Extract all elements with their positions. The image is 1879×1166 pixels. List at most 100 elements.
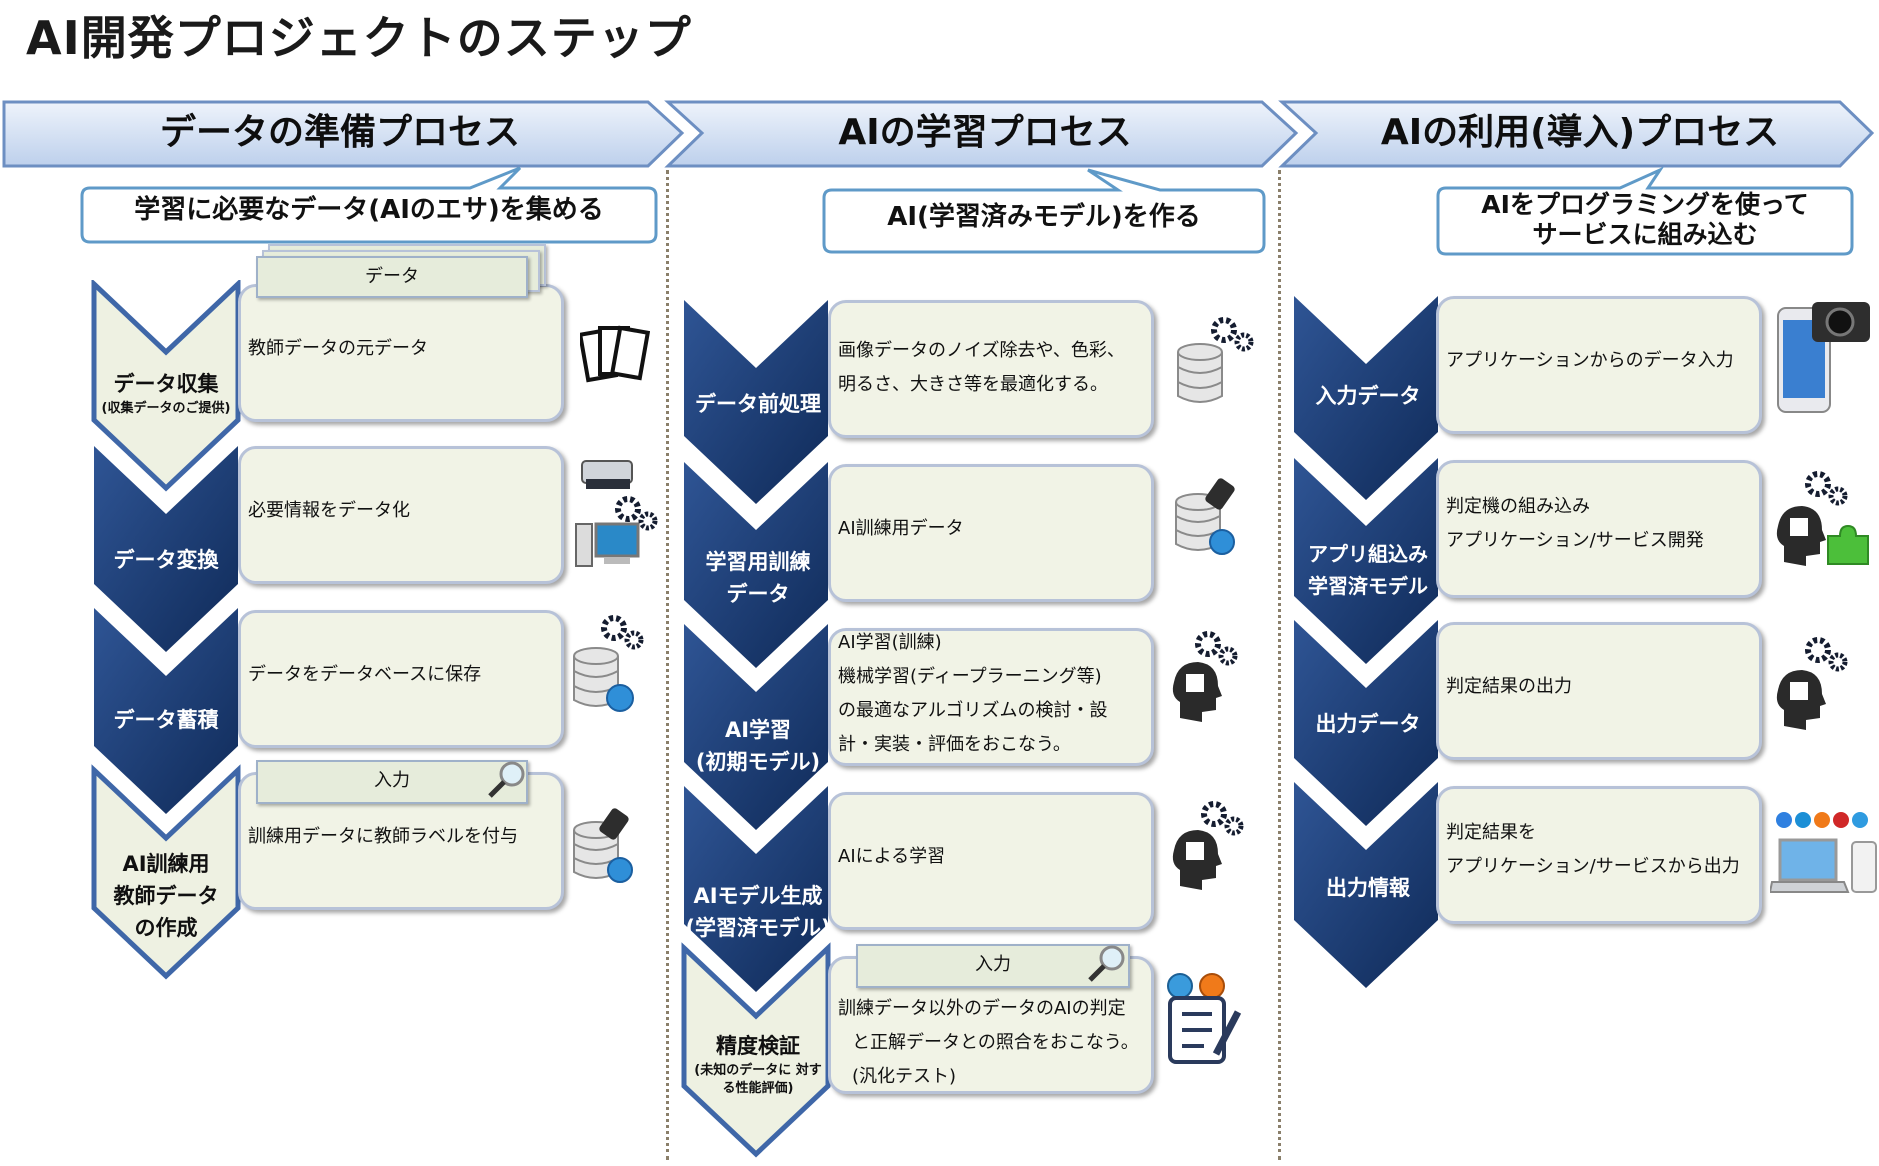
gears-icon: [1211, 317, 1254, 352]
phase-label-2: AIの学習プロセス: [838, 112, 1132, 153]
step-subtitle: (未知のデータに 対する性能評価): [694, 1063, 822, 1096]
step-card: [1436, 296, 1762, 434]
chevron-step: [94, 446, 238, 652]
callout-box-3: [1436, 166, 1854, 256]
database-icon: [1175, 478, 1235, 555]
step-text: 画像データのノイズ除去や、色彩、明るさ、大きさ等を最適化する。: [838, 340, 1125, 395]
step-card: [1436, 622, 1762, 760]
chevron-stack-3: [1294, 296, 1438, 988]
step-card: [238, 610, 564, 748]
step-text: 判定結果の出力: [1446, 676, 1572, 697]
chevron-step: [1294, 620, 1438, 826]
ai-head-icon: [1776, 506, 1826, 566]
chevron-step: [684, 624, 828, 830]
chevron-step: [94, 608, 238, 814]
callout-box-1: [80, 166, 658, 244]
step-title: AIモデル生成(学習済モデル): [685, 884, 831, 940]
step-card: [828, 300, 1154, 438]
database-icon: [1177, 343, 1223, 403]
step-text: 訓練データ以外のデータのAIの判定と正解データとの照合をおこなう。 (汎化テスト…: [838, 998, 1139, 1087]
documents-icon: [580, 325, 650, 383]
step-title: AI学習(初期モデル): [695, 718, 821, 774]
ai-head-icon: [1776, 670, 1826, 730]
step-title: 学習用訓練データ: [705, 550, 811, 606]
phase-banners: [2, 100, 1875, 168]
tag-label: 入力: [256, 760, 528, 804]
phase-label-3: AIの利用(導入)プロセス: [1380, 112, 1780, 153]
step-title: 出力情報: [1326, 876, 1410, 900]
step-title: 出力データ: [1315, 712, 1421, 736]
step-title: 精度検証 (未知のデータに 対する性能評価): [694, 1034, 822, 1096]
browser-icons: [1776, 812, 1868, 828]
gears-icon: [601, 615, 644, 650]
magnifier-icon: [488, 761, 525, 798]
step-title: データ収集 (収集データのご提供): [92, 368, 240, 418]
phase-divider: [1278, 170, 1281, 1160]
database-icon: [573, 647, 634, 712]
step-text: 訓練用データに教師ラベルを付与: [248, 826, 518, 847]
step-text: 必要情報をデータ化: [248, 500, 410, 521]
chevron-step: [1294, 458, 1438, 664]
callout-text-2: AI(学習済みモデル)を作る: [887, 202, 1201, 232]
magnifier-icon: [1088, 945, 1125, 982]
gears-icon: [1805, 637, 1848, 672]
gears-icon: [615, 496, 658, 531]
step-card: [1436, 460, 1762, 598]
globe-icon: [606, 684, 634, 712]
step-text: AI訓練用データ: [838, 518, 964, 539]
ai-head-icon: [1172, 830, 1222, 890]
globe-icon: [1209, 529, 1235, 555]
chevron-step: [684, 300, 828, 504]
smartphone-icon: [1777, 302, 1870, 413]
page-title: AI開発プロジェクトのステップ: [26, 11, 692, 65]
step-text: アプリケーションからのデータ入力: [1446, 350, 1734, 371]
gears-icon: [1805, 471, 1848, 506]
step-card: [828, 464, 1154, 602]
step-text: 判定機の組み込みアプリケーション/サービス開発: [1446, 496, 1704, 551]
chevron-step: [91, 280, 241, 492]
step-text: AI学習(訓練)機械学習(ディープラーニング等) の最適なアルゴリズムの検討・設…: [838, 632, 1108, 755]
step-text: AIによる学習: [838, 846, 946, 867]
globe-icon: [607, 857, 633, 883]
tag-label: 入力: [856, 944, 1130, 988]
chevron-step: [684, 786, 828, 992]
banner-arrow-3: [1278, 100, 1875, 168]
phase-label-1: データの準備プロセス: [159, 112, 520, 153]
callout-text-1: 学習に必要なデータ(AIのエサ)を集める: [134, 195, 604, 225]
step-card: [238, 284, 564, 422]
banner-arrow-2: [664, 100, 1299, 168]
tag-icon: [1205, 478, 1235, 510]
ai-head-icon: [1172, 662, 1222, 722]
chevron-step: [91, 764, 241, 980]
database-icon: [573, 808, 633, 883]
step-text: 判定結果をアプリケーション/サービスから出力: [1446, 822, 1740, 877]
step-card: [238, 446, 564, 584]
puzzle-icon: [1827, 524, 1869, 565]
scanner-icon: [581, 460, 633, 489]
laptop-icon: [1770, 838, 1877, 893]
gears-icon: [1201, 801, 1244, 836]
step-text: 教師データの元データ: [248, 338, 428, 359]
computer-icon: [575, 522, 640, 567]
phase-divider: [666, 170, 669, 1160]
step-title: アプリ組込み学習済モデル: [1308, 542, 1428, 598]
step-title: データ前処理: [695, 392, 821, 416]
checklist-icon: [1167, 973, 1242, 1064]
gears-icon: [1195, 631, 1238, 666]
chevron-stack-2: [681, 300, 831, 1158]
callout-text-3: AIをプログラミングを使ってサービスに組み込む: [1481, 190, 1809, 249]
step-title: データ変換: [113, 548, 219, 572]
callout-box-2: [822, 168, 1266, 254]
step-card: [828, 628, 1154, 766]
step-title: 入力データ: [1315, 384, 1421, 408]
step-title: AI訓練用教師データの作成: [113, 852, 219, 940]
tag-label: データ: [256, 256, 528, 298]
step-card: [1436, 786, 1762, 924]
step-title: データ蓄積: [113, 708, 219, 732]
smartphone-icon: [1851, 841, 1877, 893]
step-card: [828, 792, 1154, 930]
banner-arrow-1: [2, 100, 685, 168]
chevron-stack-1: [91, 280, 241, 980]
tag-icon: [599, 808, 629, 840]
step-text: データをデータベースに保存: [248, 664, 482, 685]
